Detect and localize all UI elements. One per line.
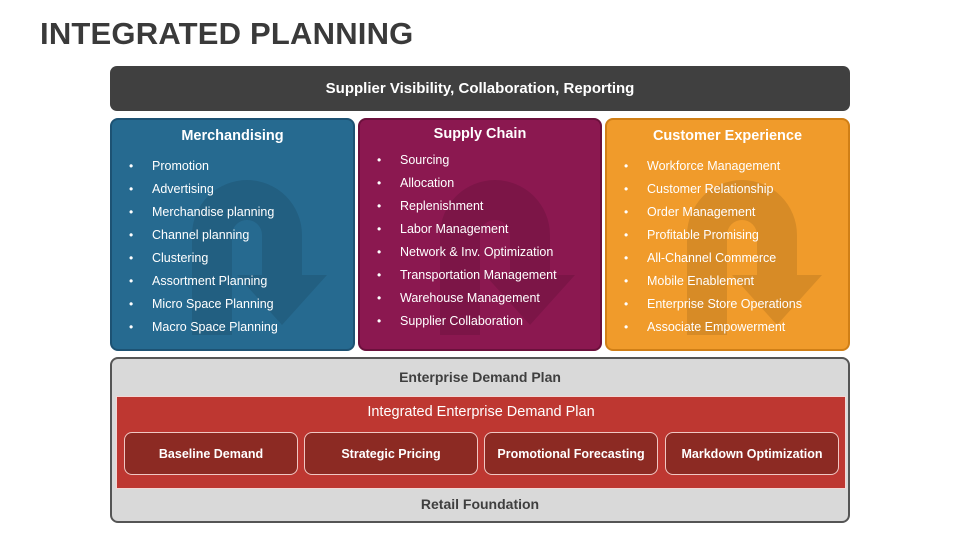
list-item: Allocation (360, 171, 600, 194)
list-item: Merchandise planning (112, 200, 353, 223)
list-item: Transportation Management (360, 263, 600, 286)
column-title: Supply Chain (433, 126, 527, 142)
band-title: Integrated Enterprise Demand Plan (367, 404, 595, 420)
list-item: Advertising (112, 177, 353, 200)
pill-strategic-pricing: Strategic Pricing (304, 432, 478, 475)
column-title: Merchandising (181, 128, 284, 144)
list-item: Mobile Enablement (607, 269, 848, 292)
list-item: Replenishment (360, 194, 600, 217)
list-item: Warehouse Management (360, 286, 600, 309)
enterprise-demand-plan-label: Enterprise Demand Plan (399, 369, 561, 385)
list-item: Order Management (607, 200, 848, 223)
list-item: Workforce Management (607, 154, 848, 177)
customer-experience-column: Customer Experience Workforce Management… (605, 118, 850, 351)
pill-baseline-demand: Baseline Demand (124, 432, 298, 475)
page-title: INTEGRATED PLANNING (40, 16, 414, 51)
list-item: Enterprise Store Operations (607, 292, 848, 315)
column-title: Customer Experience (652, 128, 803, 144)
enterprise-demand-plan-box: Enterprise Demand Plan Integrated Enterp… (110, 357, 850, 523)
list-item: Clustering (112, 246, 353, 269)
list-item: Assortment Planning (112, 269, 353, 292)
supply-chain-column: Supply Chain Sourcing Allocation Repleni… (358, 118, 602, 351)
list-item: Channel planning (112, 223, 353, 246)
list-item: Promotion (112, 154, 353, 177)
integrated-demand-plan-band: Integrated Enterprise Demand Plan Baseli… (116, 396, 846, 489)
pill-markdown-optimization: Markdown Optimization (665, 432, 839, 475)
list-item: Customer Relationship (607, 177, 848, 200)
list-item: All-Channel Commerce (607, 246, 848, 269)
supplier-visibility-bar: Supplier Visibility, Collaboration, Repo… (110, 66, 850, 111)
list-item: Macro Space Planning (112, 315, 353, 338)
list-item: Supplier Collaboration (360, 309, 600, 332)
retail-foundation-label: Retail Foundation (420, 496, 540, 512)
list-item: Associate Empowerment (607, 315, 848, 338)
list-item: Network & Inv. Optimization (360, 240, 600, 263)
list-item: Sourcing (360, 148, 600, 171)
list-item: Labor Management (360, 217, 600, 240)
pill-promotional-forecasting: Promotional Forecasting (484, 432, 658, 475)
list-item: Micro Space Planning (112, 292, 353, 315)
merchandising-column: Merchandising Promotion Advertising Merc… (110, 118, 355, 351)
list-item: Profitable Promising (607, 223, 848, 246)
